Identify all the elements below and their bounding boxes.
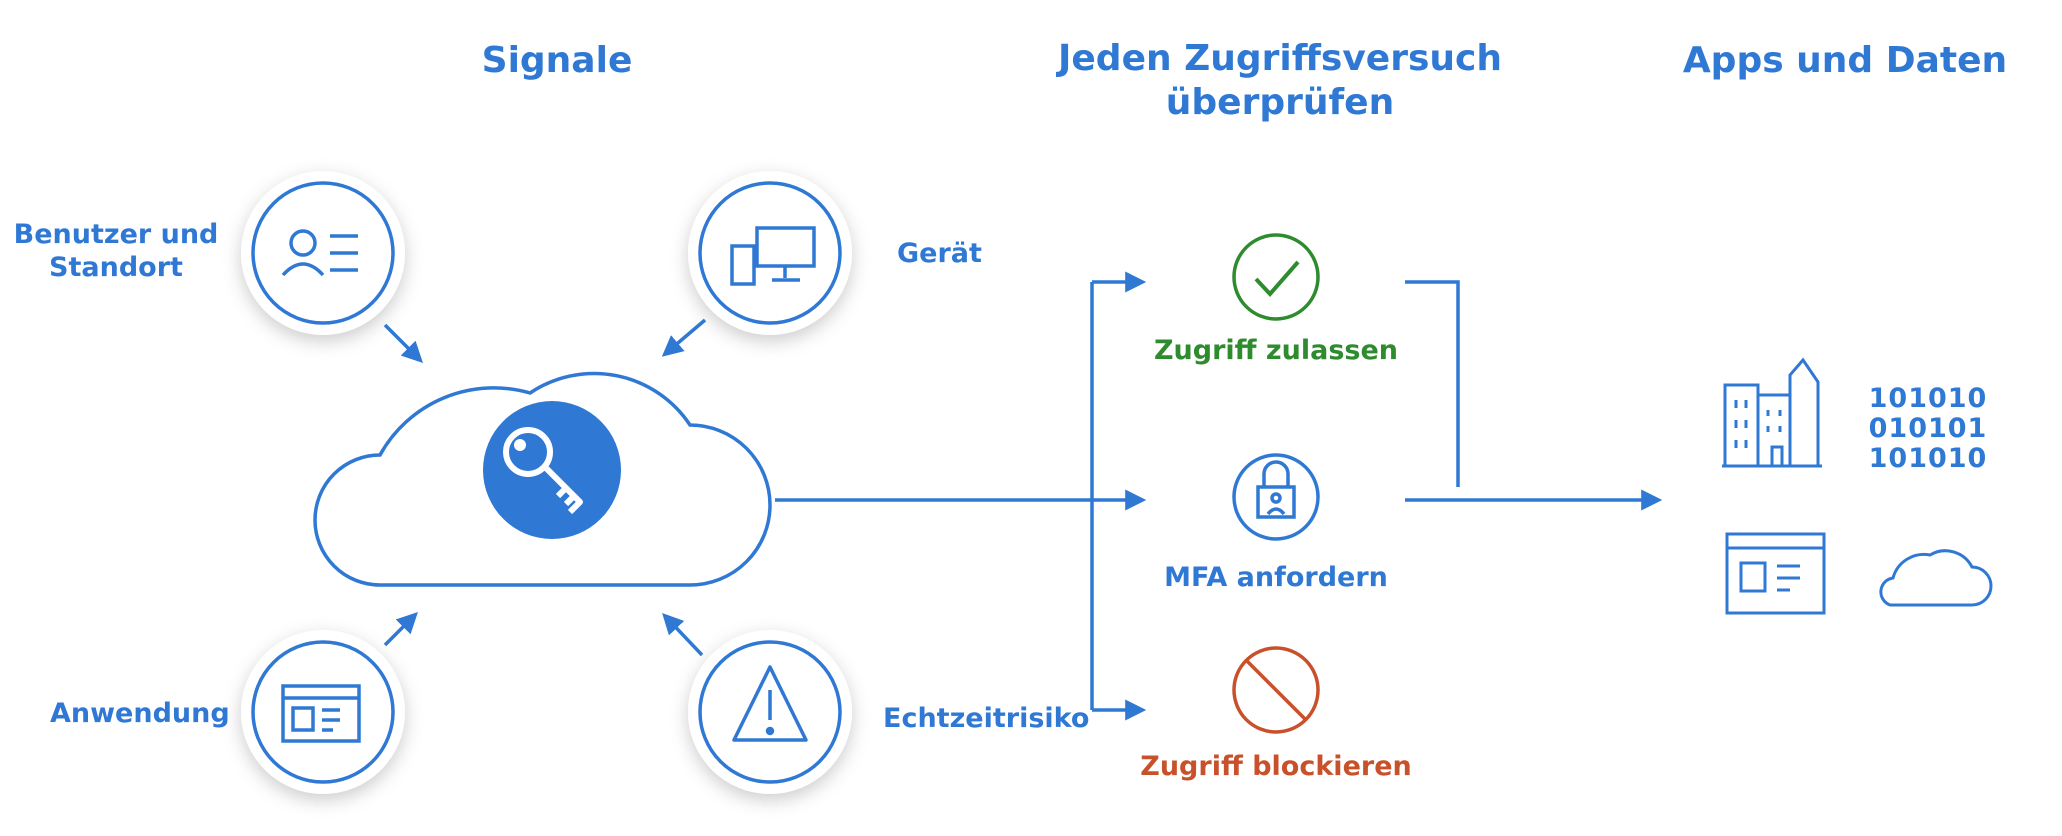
app-window-icon (1725, 532, 1826, 615)
user-list-icon (281, 229, 358, 277)
arrow-user (383, 323, 423, 363)
header-signals: Signale (482, 40, 633, 81)
label-device: Gerät (897, 238, 982, 269)
signal-application (241, 630, 405, 794)
decision-block: Zugriff blockieren (1140, 646, 1412, 782)
app-window-icon (281, 684, 361, 743)
header-apps: Apps und Daten (1683, 40, 2007, 81)
key-icon (503, 427, 583, 515)
checkmark-icon (1232, 233, 1320, 321)
lock-icon (1256, 460, 1296, 519)
label-user-line1: Benutzer und (14, 219, 219, 250)
label-mfa: MFA anfordern (1164, 562, 1388, 593)
binary-row-2: 010101 (1869, 413, 1988, 444)
arrow-application (383, 612, 418, 647)
arrow-risk (662, 612, 704, 657)
decision-connectors (775, 271, 1663, 721)
label-application: Anwendung (50, 698, 230, 729)
signal-user-location (241, 171, 405, 335)
arrow-device (661, 318, 707, 357)
label-user-line2: Standort (49, 252, 183, 283)
header-verify-line1: Jeden Zugriffsversuch (1055, 38, 1502, 79)
binary-row-1: 101010 (1869, 383, 1988, 414)
building-icon (1722, 357, 1822, 468)
signal-arrows (383, 318, 707, 657)
binary-row-3: 101010 (1869, 443, 1988, 474)
label-block: Zugriff blockieren (1140, 751, 1411, 782)
header-verify-line2: überprüfen (1166, 82, 1394, 123)
signal-risk (688, 630, 852, 794)
device-monitor-icon (730, 226, 816, 286)
cloud-icon (1879, 549, 1993, 607)
warning-triangle-icon (732, 665, 808, 742)
decision-mfa: MFA anfordern (1164, 453, 1388, 593)
decision-allow: Zugriff zulassen (1154, 233, 1398, 366)
label-allow: Zugriff zulassen (1154, 335, 1398, 366)
signal-device (688, 171, 852, 335)
binary-data-icon: 101010 010101 101010 (1869, 383, 1988, 474)
label-risk: Echtzeitrisiko (883, 703, 1089, 734)
cloud-hub (313, 371, 772, 587)
